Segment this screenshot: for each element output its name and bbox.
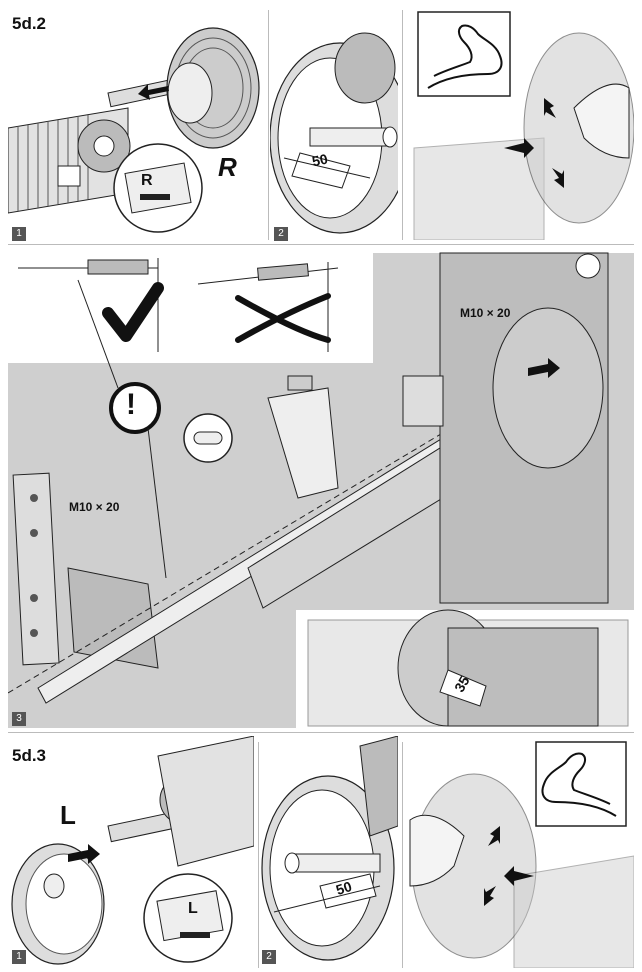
panel-number-5d3-2: 2 xyxy=(262,950,276,964)
cable-drum-right xyxy=(166,27,260,149)
bolt-label-left: M10 × 20 xyxy=(69,500,120,514)
side-letter-r: R xyxy=(218,152,237,182)
label-zoom-circle xyxy=(113,143,203,233)
spirit-level-tool xyxy=(267,375,339,499)
measure-50-top: 50 xyxy=(310,150,330,170)
incorrect-mounting-box xyxy=(196,252,368,352)
step-title-5d3: 5d.3 xyxy=(12,746,47,765)
label-r-small xyxy=(57,165,81,187)
bolt-arrows xyxy=(504,98,564,188)
cable-drum-left xyxy=(11,843,105,965)
sprocket-gear xyxy=(77,119,131,173)
warning-symbol: ! xyxy=(126,388,136,421)
spring-coil-faded xyxy=(413,137,545,240)
spring-coil-faded xyxy=(513,855,634,968)
panel-5d2-1 xyxy=(8,27,260,233)
bolt-label-right: M10 × 20 xyxy=(460,306,511,320)
arrow-right-icon xyxy=(528,358,560,378)
cross-icon xyxy=(235,293,331,343)
panel-number-5d3-1: 1 xyxy=(12,950,26,964)
panel-number-middle-3: 3 xyxy=(12,712,26,726)
cable-drum-faded xyxy=(523,32,634,224)
panel-5d2-2 xyxy=(270,32,398,234)
shaft xyxy=(289,853,381,873)
label-letter-l: L xyxy=(188,900,198,917)
wrench-hand xyxy=(573,83,630,159)
arrow-insert-icon xyxy=(138,84,169,100)
spring-coil xyxy=(157,736,254,867)
panel-5d3-1 xyxy=(11,736,254,965)
warning-circle xyxy=(109,382,161,434)
checkmark-icon xyxy=(102,282,164,342)
side-letter-l: L xyxy=(60,800,76,830)
cable-drum xyxy=(261,736,398,961)
panel-5d3-3 xyxy=(409,741,634,968)
panel-5d3-2 xyxy=(261,736,398,961)
label-letter-r: R xyxy=(141,172,153,189)
wrench-hand xyxy=(409,814,465,887)
arrow-insert-icon xyxy=(68,844,100,864)
flexed-arm-icon xyxy=(427,24,503,89)
strength-icon-box xyxy=(535,741,627,827)
panel-middle-3 xyxy=(8,252,634,728)
measure-tag xyxy=(273,873,381,913)
label-zoom-circle xyxy=(143,873,233,963)
bolt-arrows xyxy=(484,826,534,906)
shaft xyxy=(309,127,391,147)
level-zoom xyxy=(183,413,233,463)
flexed-arm-icon xyxy=(541,752,617,817)
left-mounting-bracket xyxy=(12,472,159,669)
panel-number-5d2-2: 2 xyxy=(274,227,288,241)
inset-35-box xyxy=(300,609,634,728)
panel-number-5d2-1: 1 xyxy=(12,227,26,241)
measure-tag xyxy=(283,152,371,189)
right-drum-assembly xyxy=(402,252,609,604)
panel-5d2-3 xyxy=(413,11,634,240)
step-title-5d2: 5d.2 xyxy=(12,14,47,33)
